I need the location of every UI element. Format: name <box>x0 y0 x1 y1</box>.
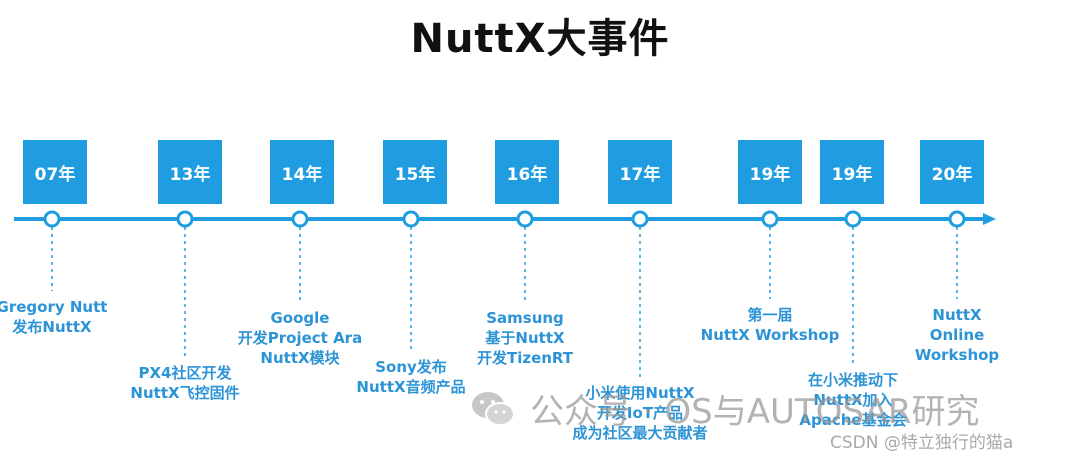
milestone-line: 在小米推动下 <box>807 371 898 389</box>
milestone-description: Samsung 基于NuttX 开发TizenRT <box>477 308 573 368</box>
milestone-node <box>761 210 779 228</box>
milestone-line: NuttX飞控固件 <box>130 384 240 402</box>
milestone-node <box>43 210 61 228</box>
year-badge: 19年 <box>820 140 884 204</box>
milestone-line: 开发Project Ara <box>237 329 363 347</box>
milestone-line: 开发IoT产品 <box>596 404 684 422</box>
milestone-line: 基于NuttX <box>485 329 565 347</box>
year-badge: 14年 <box>270 140 334 204</box>
year-badge: 17年 <box>608 140 672 204</box>
milestone-description: 小米使用NuttX 开发IoT产品成为社区最大贡献者 <box>572 383 707 443</box>
milestone-node <box>844 210 862 228</box>
milestone-description: PX4社区开发 NuttX飞控固件 <box>130 363 239 403</box>
milestone-node <box>516 210 534 228</box>
milestone-line: NuttX <box>932 306 982 324</box>
timeline-arrow <box>983 213 996 225</box>
milestone-line: Apache基金会 <box>799 411 907 429</box>
milestone-node <box>631 210 649 228</box>
milestone-node <box>402 210 420 228</box>
milestone-line: 发布NuttX <box>12 318 92 336</box>
milestone-line: 第一届 <box>747 306 793 324</box>
milestone-node <box>948 210 966 228</box>
milestone-description: 在小米推动下 NuttX加入 Apache基金会 <box>799 370 906 430</box>
milestone-line: Google <box>270 309 330 327</box>
year-badge: 07年 <box>23 140 87 204</box>
milestone-node <box>291 210 309 228</box>
milestone-line: Workshop <box>914 346 1000 364</box>
watermark: 公众号 · OS与AUTOSAR研究 <box>470 384 980 433</box>
milestone-description: Gregory Nutt 发布NuttX <box>0 297 107 337</box>
year-badge: 13年 <box>158 140 222 204</box>
wechat-icon <box>472 391 515 426</box>
year-badge: 19年 <box>738 140 802 204</box>
milestone-line: 成为社区最大贡献者 <box>572 424 708 442</box>
year-badge: 20年 <box>920 140 984 204</box>
milestone-node <box>176 210 194 228</box>
milestone-line: NuttX模块 <box>260 349 340 367</box>
milestone-line: Sony发布 <box>375 358 447 376</box>
milestone-line: Online <box>929 326 985 344</box>
milestone-line: Samsung <box>486 309 564 327</box>
milestone-line: NuttX Workshop <box>700 326 840 344</box>
credit-text: CSDN @特立独行的猫a <box>830 433 1014 453</box>
year-badge: 16年 <box>495 140 559 204</box>
page-title: NuttX大事件 <box>410 16 670 62</box>
year-badge: 15年 <box>383 140 447 204</box>
watermark-text: 公众号 · OS与AUTOSAR研究 <box>530 392 980 432</box>
milestone-line: Gregory Nutt <box>0 298 108 316</box>
milestone-line: 小米使用NuttX <box>585 384 695 402</box>
milestone-description: 第一届 NuttX Workshop <box>701 305 840 345</box>
milestone-description: Sony发布 NuttX音频产品 <box>356 357 465 397</box>
milestone-line: NuttX音频产品 <box>356 378 466 396</box>
milestone-line: 开发TizenRT <box>476 349 574 367</box>
milestone-line: PX4社区开发 <box>138 364 232 382</box>
milestone-line: NuttX加入 <box>813 391 893 409</box>
